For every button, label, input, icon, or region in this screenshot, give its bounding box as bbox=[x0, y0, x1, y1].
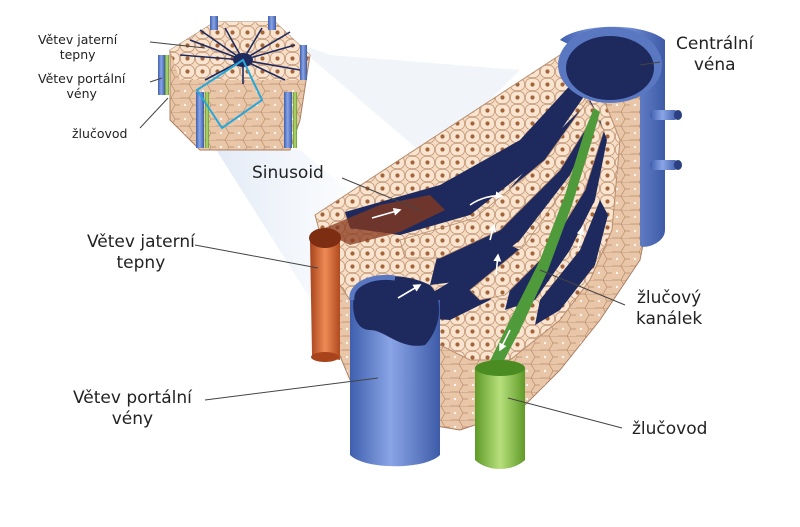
label-portal-vein-line2: vény bbox=[111, 408, 154, 429]
inset-label-portal-vein-line1: Větev portální bbox=[38, 71, 126, 86]
label-bile-duct-text: žlučovod bbox=[632, 419, 708, 439]
flow-arrows bbox=[371, 191, 585, 352]
magnification-beam-upper bbox=[290, 40, 520, 160]
label-central-vein-line1: Centrální bbox=[676, 34, 754, 54]
label-sinusoid: Sinusoid bbox=[252, 163, 324, 184]
label-sinusoid-text: Sinusoid bbox=[252, 163, 324, 183]
inset-label-hepatic-artery-line1: Větev jaterní bbox=[38, 32, 118, 47]
label-bile-canaliculus-line2: kanálek bbox=[636, 308, 703, 329]
inset-label-portal-vein-line2: vény bbox=[66, 86, 97, 102]
inset-label-portal-vein: Větev portální vény bbox=[38, 71, 125, 102]
label-central-vein-line2: véna bbox=[693, 54, 736, 75]
inset-label-bile-duct-text: žlučovod bbox=[72, 126, 128, 141]
portal-vein-branch bbox=[349, 274, 440, 467]
label-hepatic-artery: Větev jaterní tepny bbox=[87, 232, 195, 273]
inset-label-hepatic-artery-line2: tepny bbox=[59, 47, 96, 63]
central-vein bbox=[558, 26, 682, 247]
label-bile-canaliculus: žlučový kanálek bbox=[636, 288, 702, 329]
inset-label-bile-duct: žlučovod bbox=[72, 126, 127, 141]
bile-duct bbox=[475, 360, 525, 469]
label-central-vein: Centrální véna bbox=[676, 34, 753, 75]
label-bile-duct: žlučovod bbox=[632, 419, 707, 440]
inset-selection-outline bbox=[195, 58, 264, 130]
hepatic-artery-branch bbox=[309, 228, 341, 362]
label-hepatic-artery-line1: Větev jaterní bbox=[87, 232, 195, 252]
inset-label-hepatic-artery: Větev jaterní tepny bbox=[38, 32, 117, 63]
leader-lines bbox=[139, 41, 661, 429]
bile-canaliculus bbox=[488, 108, 600, 368]
label-bile-canaliculus-line1: žlučový bbox=[636, 288, 702, 308]
label-portal-vein: Větev portální vény bbox=[73, 388, 192, 429]
label-portal-vein-line1: Větev portální bbox=[73, 388, 192, 408]
inset-lobule bbox=[158, 16, 311, 151]
label-hepatic-artery-line2: tepny bbox=[116, 252, 166, 273]
